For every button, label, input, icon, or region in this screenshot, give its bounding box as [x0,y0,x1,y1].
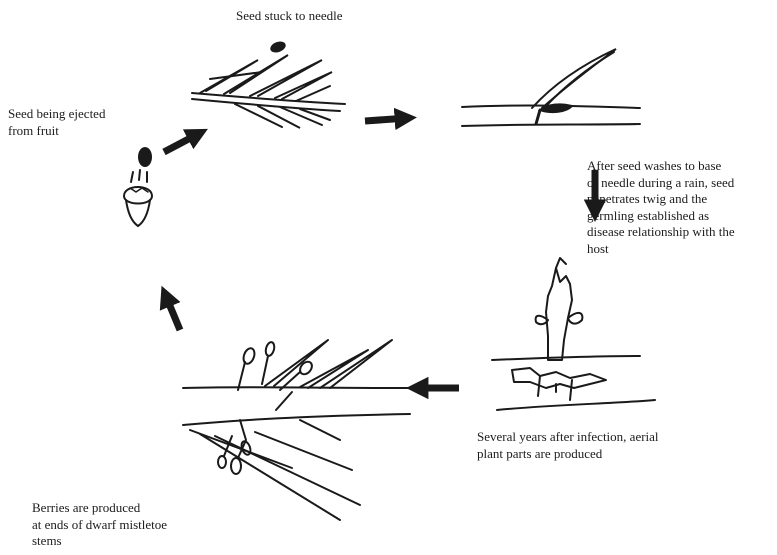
seed [269,40,287,55]
stage-seed-penetrates [462,49,640,126]
fruit [124,187,152,204]
twig [192,93,345,104]
twig-lower-edge [462,124,640,126]
needle [200,434,340,520]
germling-root [536,110,540,124]
needle [320,340,392,388]
needle [215,436,360,505]
berry [298,359,315,376]
shoot-tip [556,258,566,268]
stage-berries [183,340,410,520]
stage-seed-ejection [124,147,152,226]
sinker [570,380,572,400]
needle [300,420,340,440]
mistletoe-stem [262,356,268,384]
sinker [538,376,540,396]
twig-lower-edge [183,414,410,425]
berry [264,341,275,357]
ejected-seed [138,147,152,167]
needle [250,60,322,96]
needle [275,72,332,99]
caption-seed-stuck: Seed stuck to needle [236,8,343,25]
motion-mark [139,170,140,180]
caption-seed-washes: After seed washes to base of needle duri… [587,158,777,257]
berry [231,458,241,474]
berry [240,440,252,456]
mistletoe-stem [238,362,245,390]
stage-aerial-shoot [492,258,655,410]
arrow-up [165,294,180,330]
twig-lower-edge [497,400,655,410]
caption-berries: Berries are produced at ends of dwarf mi… [32,500,167,550]
berry [218,456,226,468]
caption-aerial-parts: Several years after infection, aerial pl… [477,429,659,462]
motion-mark [131,172,133,182]
mistletoe-stem [276,392,292,410]
shoot [546,268,572,360]
endophytic-system [512,368,606,388]
arrow-up-right [164,133,200,152]
arrow-right [365,118,408,121]
berry [242,347,257,365]
twig [183,387,410,388]
leaf-right [568,313,582,324]
stage-seed-on-needle [192,40,345,128]
needle-inner [546,52,614,106]
twig [492,356,640,360]
caption-seed-ejected: Seed being ejected from fruit [8,106,105,139]
